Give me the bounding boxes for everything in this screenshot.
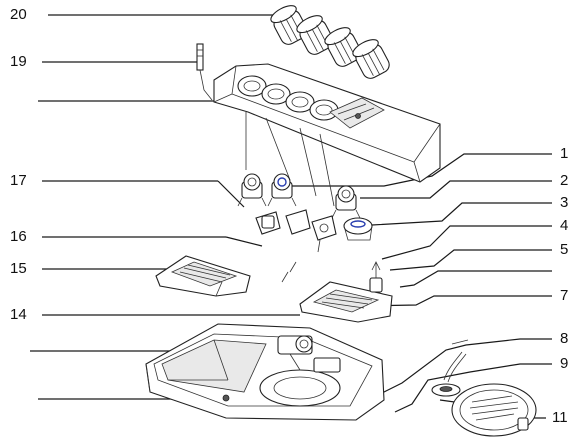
callout-11: 11 <box>552 409 568 426</box>
leader-lines-left <box>30 14 300 400</box>
callout-9: 9 <box>560 355 569 372</box>
knob-set <box>270 5 390 79</box>
control-panel <box>213 63 441 207</box>
selector-switches <box>255 209 373 253</box>
callout-15: 15 <box>10 260 27 277</box>
callout-3: 3 <box>560 194 569 211</box>
callout-8: 8 <box>560 330 569 347</box>
callout-7: 7 <box>560 287 569 304</box>
tub-base <box>145 323 385 421</box>
callout-20: 20 <box>10 6 27 23</box>
callout-19: 19 <box>10 53 27 70</box>
tray-right <box>281 261 393 323</box>
timer-pin <box>196 43 213 101</box>
drain-hose <box>431 339 469 397</box>
callout-4: 4 <box>560 217 569 234</box>
timer-switches <box>237 173 361 219</box>
tray-left <box>155 255 251 297</box>
filter-cover <box>451 383 537 437</box>
callout-5: 5 <box>560 241 569 258</box>
callout-1: 1 <box>560 145 569 162</box>
callout-14: 14 <box>10 306 27 323</box>
callout-17: 17 <box>10 172 27 189</box>
callout-16: 16 <box>10 228 27 245</box>
leader-lines-right <box>290 153 552 419</box>
callout-2: 2 <box>560 172 569 189</box>
